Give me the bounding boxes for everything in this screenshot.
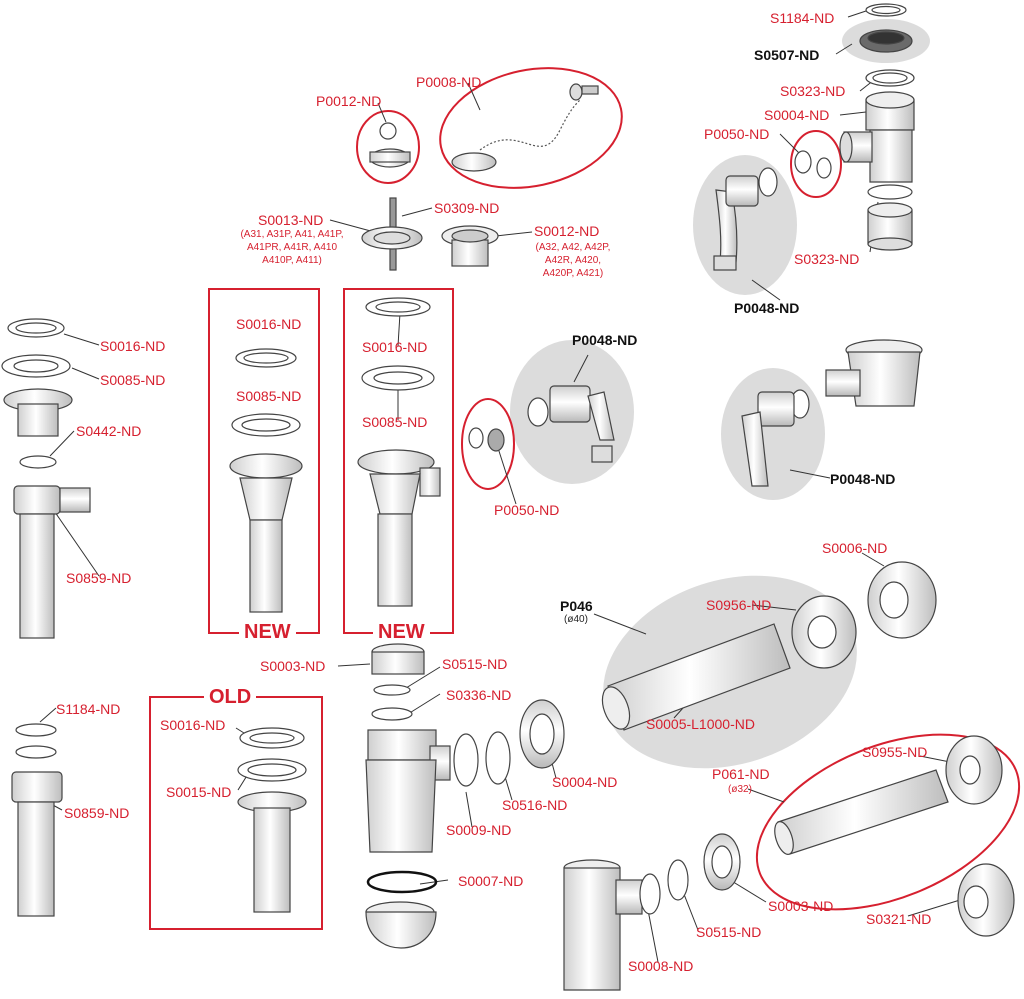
label-s0336: S0336-ND (446, 687, 512, 703)
top-right-trap-stack (839, 3, 915, 251)
label-p0012: P0012-ND (316, 93, 382, 109)
left-drain-column (1, 318, 91, 639)
label-s0516: S0516-ND (502, 797, 568, 813)
label-left-s0442: S0442-ND (76, 423, 142, 439)
label-left-s0016: S0016-ND (100, 338, 166, 354)
label-s0321: S0321-ND (866, 911, 932, 927)
label-p0048-mid: P0048-ND (572, 332, 638, 348)
label-s0003-top: S0003-ND (260, 658, 326, 674)
tag-old: OLD (204, 686, 257, 708)
center-bottle-trap (365, 643, 565, 949)
label-s0323-top: S0323-ND (780, 83, 846, 99)
parts (1, 3, 1015, 991)
label-old-s0016: S0016-ND (160, 717, 226, 733)
label-s0859-left: S0859-ND (64, 805, 130, 821)
label-p0048-top: P0048-ND (734, 300, 800, 316)
label-p0050-mid: P0050-ND (494, 502, 560, 518)
label-s1184-top: S1184-ND (770, 10, 835, 26)
p046-pipe (601, 595, 857, 731)
new-set-2 (357, 297, 441, 607)
label-s0309: S0309-ND (434, 200, 500, 216)
label-left-s0085: S0085-ND (100, 372, 166, 388)
label-s0515-top: S0515-ND (442, 656, 508, 672)
label-s0007: S0007-ND (458, 873, 524, 889)
label-old-s0015: S0015-ND (166, 784, 232, 800)
note-p061-diameter: (ø32) (728, 784, 752, 795)
bottom-bottle-trap (563, 833, 741, 991)
label-s0323-bottom: S0323-ND (794, 251, 860, 267)
p0048-top-elbow (713, 167, 778, 271)
label-p061: P061-ND (712, 766, 770, 782)
p0048-right-assembly (741, 339, 923, 487)
label-s0004-top: S0004-ND (764, 107, 830, 123)
cap-s0006 (867, 561, 937, 639)
label-new2-s0085: S0085-ND (362, 414, 428, 430)
label-p0048-right: P0048-ND (830, 471, 896, 487)
label-s0005: S0005-L1000-ND (646, 716, 755, 732)
p0050-mid-rings (468, 427, 505, 452)
plug-p0008 (451, 83, 599, 172)
label-s0507: S0507-ND (754, 47, 820, 63)
grate-s0012 (441, 225, 499, 267)
label-p0008: P0008-ND (416, 74, 482, 90)
p0048-mid-elbow (527, 385, 615, 463)
label-s0013: S0013-ND (258, 212, 324, 228)
label-s0006: S0006-ND (822, 540, 888, 556)
plug-p0012 (369, 122, 411, 168)
label-s0012: S0012-ND (534, 223, 600, 239)
label-new1-s0016: S0016-ND (236, 316, 302, 332)
label-new2-s0016: S0016-ND (362, 339, 428, 355)
p061-pipe (774, 735, 1003, 855)
tag-new-2: NEW (373, 621, 430, 643)
label-s0008: S0008-ND (628, 958, 694, 974)
label-left-s0859: S0859-ND (66, 570, 132, 586)
label-s0955: S0955-ND (862, 744, 928, 760)
note-s0013-models: (A31, A31P, A41, A41P, A41PR, A41R, A410… (240, 229, 344, 266)
lower-left-column (11, 723, 63, 917)
new-set-1 (229, 348, 303, 613)
tag-new-1: NEW (239, 621, 296, 643)
label-p046: P046 (560, 598, 593, 614)
label-s1184-left: S1184-ND (56, 701, 121, 717)
note-s0012-models: (A32, A42, A42P, A42R, A420, A420P, A421… (535, 242, 611, 279)
note-p046-diameter: (ø40) (564, 614, 588, 625)
label-s0003-bottom: S0003-ND (768, 898, 834, 914)
red-outline-zones (356, 67, 1021, 911)
label-s0004-mid: S0004-ND (552, 774, 618, 790)
label-p0050-top: P0050-ND (704, 126, 770, 142)
label-s0956: S0956-ND (706, 597, 772, 613)
old-set (237, 727, 307, 913)
p0050-top-rings (794, 150, 832, 179)
label-s0009: S0009-ND (446, 822, 512, 838)
grate-s0013 (361, 197, 423, 271)
cap-s0321 (957, 863, 1015, 937)
label-new1-s0085: S0085-ND (236, 388, 302, 404)
label-s0515-bottom: S0515-ND (696, 924, 762, 940)
